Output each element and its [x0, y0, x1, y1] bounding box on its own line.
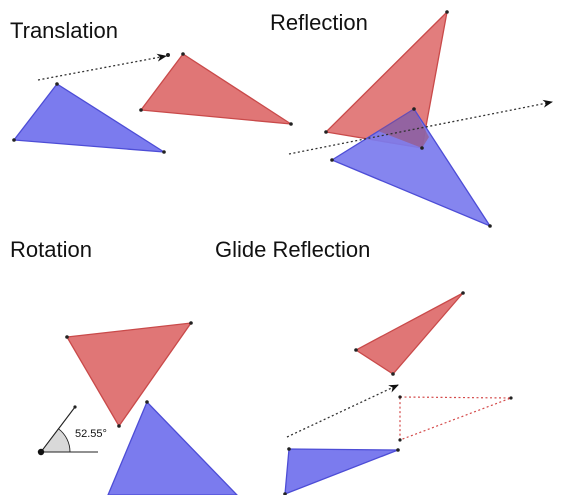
preimage-triangle — [284, 448, 399, 495]
vertex-point — [398, 438, 402, 442]
vertex-point — [181, 52, 185, 56]
vertex-point — [55, 82, 59, 86]
vertex-point — [488, 224, 492, 228]
vertex-point — [420, 146, 424, 150]
preimage-triangle — [330, 108, 492, 228]
glide-reflection-title: Glide Reflection — [215, 237, 370, 262]
image-triangle — [139, 53, 292, 125]
overlap-region — [378, 109, 429, 148]
vertex-point — [189, 321, 193, 325]
vertex-point — [73, 405, 77, 409]
rotation-panel: Rotation 52.55° — [10, 237, 238, 495]
vertex-point — [391, 372, 395, 376]
vertex-point — [117, 424, 121, 428]
preimage-triangle — [107, 400, 238, 495]
translation-title: Translation — [10, 18, 118, 43]
vertex-point — [330, 158, 334, 162]
translation-panel: Translation — [10, 18, 293, 154]
vertex-point — [145, 400, 149, 404]
vertex-point — [289, 122, 293, 126]
vertex-point — [162, 150, 166, 154]
vertex-point — [12, 138, 16, 142]
vertex-point — [324, 130, 328, 134]
angle-label: 52.55° — [75, 428, 107, 440]
intermediate-triangle — [399, 396, 512, 441]
vertex-point — [139, 108, 143, 112]
vertex-point — [461, 291, 465, 295]
vertex-point — [354, 348, 358, 352]
rotation-title: Rotation — [10, 237, 92, 262]
vertex-point — [398, 395, 402, 399]
vertex-point — [509, 396, 513, 400]
angle-sector — [40, 428, 71, 453]
vertex-point — [287, 447, 291, 451]
vertex-point — [283, 492, 287, 495]
vertex-point — [445, 10, 449, 14]
vertex-point — [396, 448, 400, 452]
rotation-center-point — [37, 448, 45, 456]
vertex-point — [412, 107, 416, 111]
preimage-triangle — [12, 83, 165, 153]
vertex-point — [65, 335, 69, 339]
glide-reflection-panel: Glide Reflection — [215, 237, 513, 495]
image-triangle — [65, 322, 193, 428]
glide-vector — [286, 384, 399, 438]
translation-vector — [37, 53, 167, 81]
vector-endpoint — [166, 53, 170, 57]
reflection-panel: Reflection — [270, 10, 553, 228]
image-triangle — [354, 292, 464, 375]
reflection-title: Reflection — [270, 10, 368, 35]
